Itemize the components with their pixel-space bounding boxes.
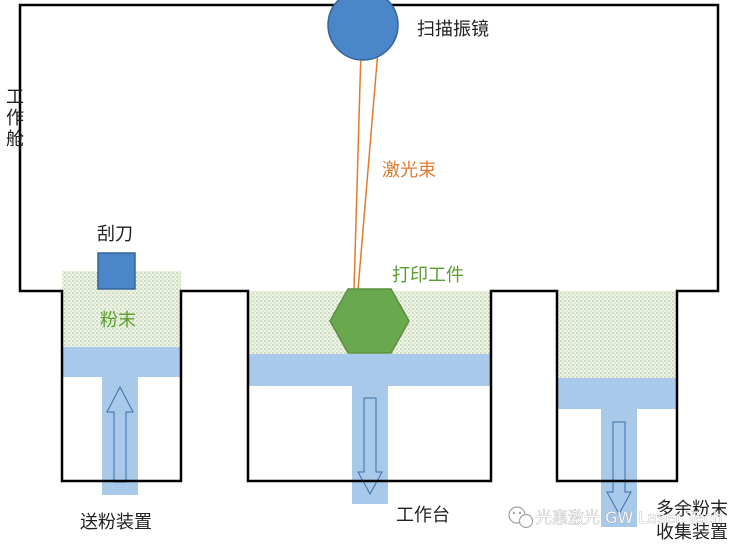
platform-label: 工作台 bbox=[396, 505, 450, 526]
recoater-blade bbox=[97, 252, 136, 290]
laser-beam bbox=[353, 49, 379, 291]
wechat-icon bbox=[508, 506, 534, 529]
overflow-down-arrow bbox=[606, 421, 632, 516]
feed-label: 送粉装置 bbox=[80, 512, 152, 533]
watermark-text: 光惠激光 GW Laser Tech bbox=[536, 508, 723, 527]
watermark: 光惠激光 GW Laser Tech bbox=[508, 506, 723, 529]
laser-label: 激光束 bbox=[382, 160, 436, 181]
chamber-label-char-1: 工 bbox=[6, 87, 24, 108]
scanner-mirror bbox=[327, 0, 399, 61]
part-label: 打印工件 bbox=[392, 265, 464, 286]
recoater-label: 刮刀 bbox=[97, 224, 133, 245]
platform-down-arrow bbox=[357, 397, 383, 496]
chamber-label-char-3: 舱 bbox=[6, 129, 24, 150]
overflow-label-line1: 多余粉末 bbox=[656, 499, 728, 520]
printed-part bbox=[329, 288, 410, 354]
chamber-label-char-2: 作 bbox=[6, 108, 24, 129]
powder-label: 粉末 bbox=[100, 310, 136, 331]
overflow-label-line2: 收集装置 bbox=[656, 522, 728, 543]
overflow-powder-bed bbox=[557, 291, 677, 378]
chamber-outline bbox=[18, 3, 720, 483]
scanner-label: 扫描振镜 bbox=[417, 19, 489, 40]
